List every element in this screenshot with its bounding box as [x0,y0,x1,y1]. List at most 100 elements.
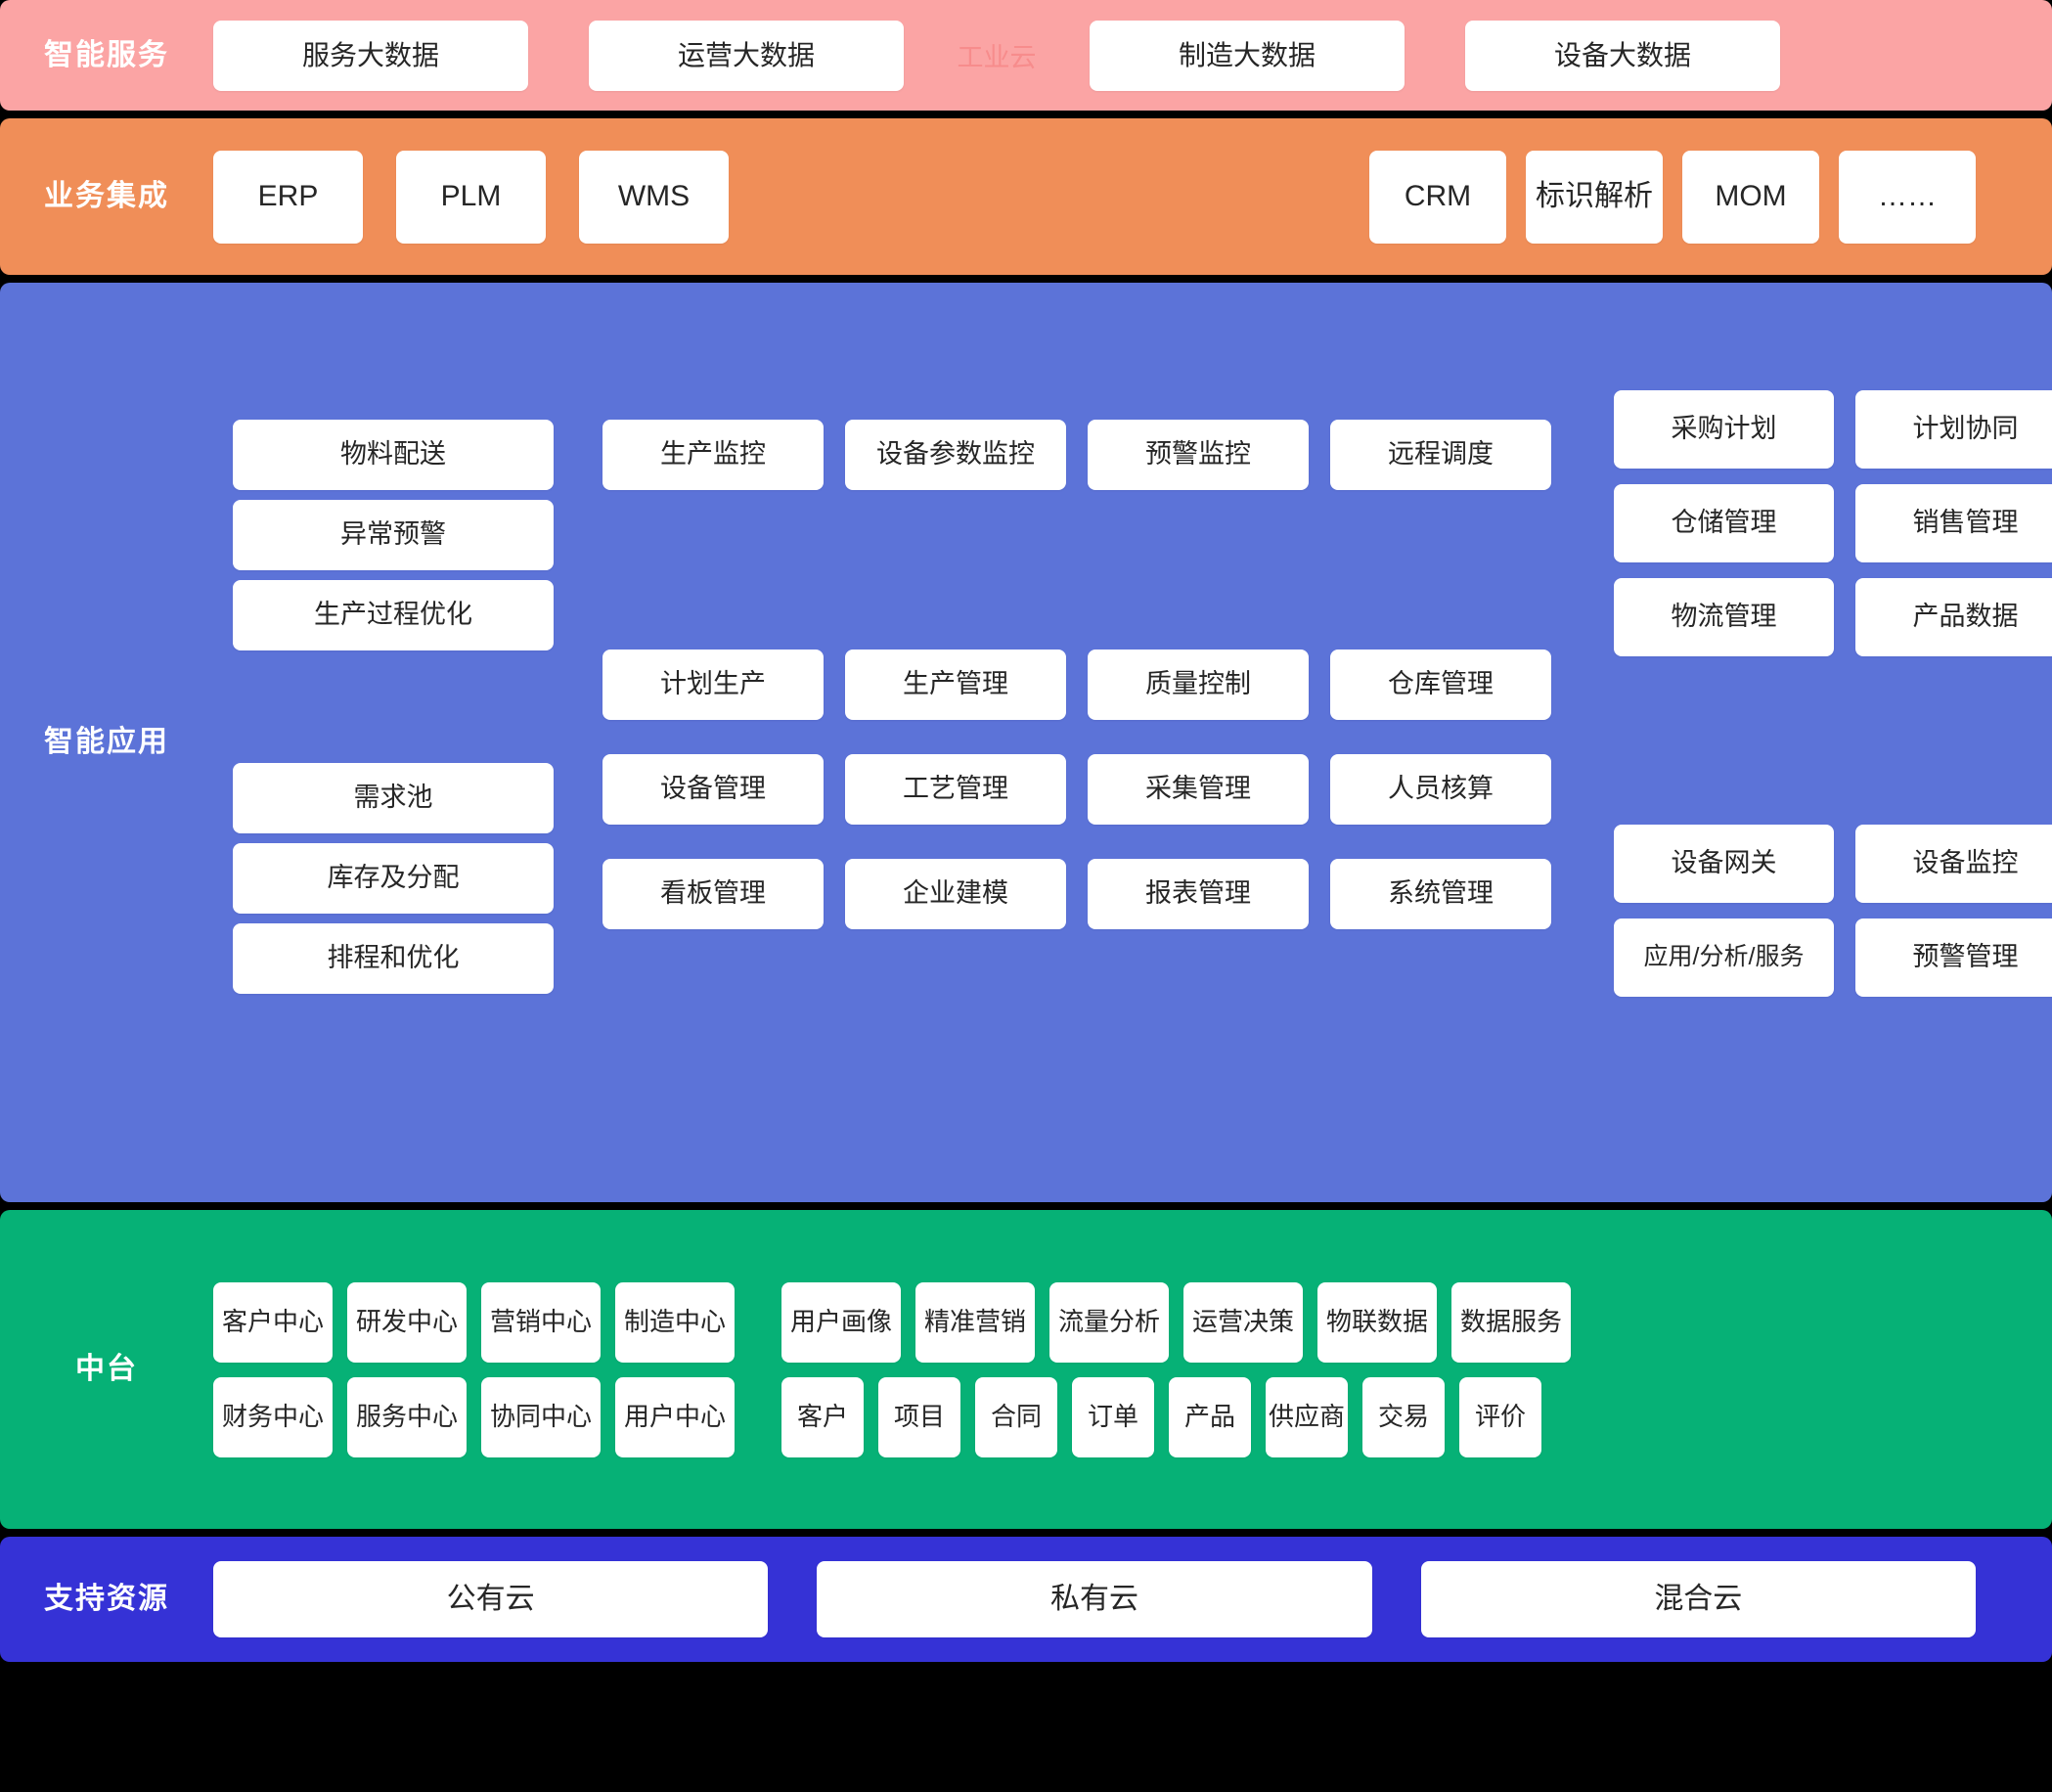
app-card-abnormal-alert[interactable]: 异常预警 [233,500,554,570]
resource-card-public-cloud[interactable]: 公有云 [213,1561,769,1637]
application-right-row-2: 仓储管理 销售管理 [1614,484,2052,562]
app-card-planned-production[interactable]: 计划生产 [602,650,824,720]
application-right-row-3: 物流管理 产品数据 [1614,578,2052,656]
app-card-equipment-management[interactable]: 设备管理 [602,754,824,825]
app-card-production-monitoring[interactable]: 生产监控 [602,420,824,490]
business-card-identity-resolution[interactable]: 标识解析 [1526,150,1663,244]
business-card-plm[interactable]: PLM [396,150,546,244]
spacer [233,650,554,763]
mid-card-supplier[interactable]: 供应商 [1266,1376,1348,1457]
mid-card-order[interactable]: 订单 [1072,1376,1154,1457]
mid-card-product[interactable]: 产品 [1169,1376,1251,1457]
application-middle-row-3: 设备管理 工艺管理 采集管理 人员核算 [602,754,1590,825]
app-card-material-delivery[interactable]: 物料配送 [233,420,554,490]
band-label-middle-platform: 中台 [75,1353,138,1385]
mid-card-user-profile[interactable]: 用户画像 [781,1281,901,1363]
middle-platform-centers-row-2: 财务中心 服务中心 协同中心 用户中心 [213,1376,735,1457]
application-middle-row-4: 看板管理 企业建模 报表管理 系统管理 [602,859,1590,929]
resource-card-hybrid-cloud[interactable]: 混合云 [1420,1561,1976,1637]
app-card-kanban-management[interactable]: 看板管理 [602,859,824,929]
business-card-erp[interactable]: ERP [213,150,363,244]
business-card-group-right: CRM 标识解析 MOM …… [1369,150,1976,244]
mid-card-precision-marketing[interactable]: 精准营销 [915,1281,1035,1363]
application-right-row-5: 应用/分析/服务 预警管理 [1614,918,2052,997]
mid-card-data-service[interactable]: 数据服务 [1451,1281,1571,1363]
app-card-warehouse-management[interactable]: 仓库管理 [1330,650,1551,720]
mid-card-contract[interactable]: 合同 [975,1376,1057,1457]
mid-card-evaluation[interactable]: 评价 [1459,1376,1541,1457]
mid-card-service-center[interactable]: 服务中心 [347,1376,467,1457]
app-card-remote-dispatch[interactable]: 远程调度 [1330,420,1551,490]
app-card-enterprise-modeling[interactable]: 企业建模 [845,859,1066,929]
app-card-report-management[interactable]: 报表管理 [1088,859,1309,929]
app-card-production-process-optimization[interactable]: 生产过程优化 [233,580,554,650]
mid-card-customer[interactable]: 客户 [781,1376,864,1457]
band-label-business-integration: 业务集成 [44,180,169,212]
app-card-process-management[interactable]: 工艺管理 [845,754,1066,825]
application-area: 物料配送 异常预警 生产过程优化 需求池 库存及分配 排程和优化 生产监控 [213,283,2052,1202]
band-body-support-resources: 公有云 私有云 混合云 [213,1537,2052,1662]
service-card-service-bigdata[interactable]: 服务大数据 [213,20,528,91]
spacer [602,720,1590,754]
app-card-sales-management[interactable]: 销售管理 [1855,484,2052,562]
band-label-intelligent-service: 智能服务 [44,38,169,71]
spacer [1614,656,2052,825]
app-card-logistics-management[interactable]: 物流管理 [1614,578,1834,656]
service-card-equipment-bigdata[interactable]: 设备大数据 [1465,20,1780,91]
app-card-alert-management[interactable]: 预警管理 [1855,918,2052,997]
mid-card-traffic-analysis[interactable]: 流量分析 [1049,1281,1169,1363]
app-card-product-data[interactable]: 产品数据 [1855,578,2052,656]
app-card-plan-collaboration[interactable]: 计划协同 [1855,390,2052,469]
app-card-warehousing-management[interactable]: 仓储管理 [1614,484,1834,562]
app-card-production-management[interactable]: 生产管理 [845,650,1066,720]
spacer [1614,562,2052,578]
app-card-collection-management[interactable]: 采集管理 [1088,754,1309,825]
mid-card-collaboration-center[interactable]: 协同中心 [481,1376,601,1457]
mid-card-manufacturing-center[interactable]: 制造中心 [615,1281,735,1363]
business-card-group-left: ERP PLM WMS [213,150,729,244]
business-card-wms[interactable]: WMS [579,150,729,244]
service-card-operation-bigdata[interactable]: 运营大数据 [589,20,904,91]
service-card-manufacturing-bigdata[interactable]: 制造大数据 [1090,20,1405,91]
application-middle-row-2: 计划生产 生产管理 质量控制 仓库管理 [602,650,1590,720]
mid-card-transaction[interactable]: 交易 [1362,1376,1445,1457]
mid-card-rnd-center[interactable]: 研发中心 [347,1281,467,1363]
mid-card-marketing-center[interactable]: 营销中心 [481,1281,601,1363]
app-card-equipment-gateway[interactable]: 设备网关 [1614,825,1834,903]
mid-card-user-center[interactable]: 用户中心 [615,1376,735,1457]
app-card-purchase-plan[interactable]: 采购计划 [1614,390,1834,469]
app-card-equipment-monitoring[interactable]: 设备监控 [1855,825,2052,903]
application-middle-row-1: 生产监控 设备参数监控 预警监控 远程调度 [602,420,1590,490]
business-card-ellipsis[interactable]: …… [1839,150,1976,244]
band-body-intelligent-application: 物料配送 异常预警 生产过程优化 需求池 库存及分配 排程和优化 生产监控 [213,283,2052,1202]
industrial-cloud-label: 工业云 [957,43,1037,72]
app-card-equipment-parameter-monitoring[interactable]: 设备参数监控 [845,420,1066,490]
mid-card-iot-data[interactable]: 物联数据 [1317,1281,1437,1363]
app-card-alert-monitoring[interactable]: 预警监控 [1088,420,1309,490]
band-business-integration: 业务集成 ERP PLM WMS CRM 标识解析 MOM …… [0,118,2052,275]
application-column-left: 物料配送 异常预警 生产过程优化 需求池 库存及分配 排程和优化 [233,420,554,994]
app-card-demand-pool[interactable]: 需求池 [233,763,554,833]
app-card-quality-control[interactable]: 质量控制 [1088,650,1309,720]
app-card-system-management[interactable]: 系统管理 [1330,859,1551,929]
mid-card-operation-decision[interactable]: 运营决策 [1183,1281,1303,1363]
spacer [233,914,554,923]
mid-card-project[interactable]: 项目 [878,1376,960,1457]
spacer [233,570,554,580]
middle-platform-group-centers: 客户中心 研发中心 营销中心 制造中心 财务中心 服务中心 协同中心 用户中心 [213,1281,735,1457]
app-card-inventory-allocation[interactable]: 库存及分配 [233,843,554,914]
mid-card-customer-center[interactable]: 客户中心 [213,1281,333,1363]
business-card-crm[interactable]: CRM [1369,150,1506,244]
app-card-application-analysis-service[interactable]: 应用/分析/服务 [1614,918,1834,997]
app-card-personnel-accounting[interactable]: 人员核算 [1330,754,1551,825]
band-support-resources: 支持资源 公有云 私有云 混合云 [0,1537,2052,1662]
service-card-row: 服务大数据 运营大数据 工业云 制造大数据 设备大数据 [213,0,2052,111]
mid-card-finance-center[interactable]: 财务中心 [213,1376,333,1457]
resource-card-private-cloud[interactable]: 私有云 [817,1561,1372,1637]
app-card-scheduling-optimization[interactable]: 排程和优化 [233,923,554,994]
middle-platform-data-row-2: 客户 项目 合同 订单 产品 供应商 交易 评价 [781,1376,1571,1457]
band-intelligent-application: 智能应用 物料配送 异常预警 生产过程优化 需求池 库存及分配 排程和优化 [0,283,2052,1202]
business-card-mom[interactable]: MOM [1682,150,1819,244]
middle-platform-centers-row-1: 客户中心 研发中心 营销中心 制造中心 [213,1281,735,1363]
